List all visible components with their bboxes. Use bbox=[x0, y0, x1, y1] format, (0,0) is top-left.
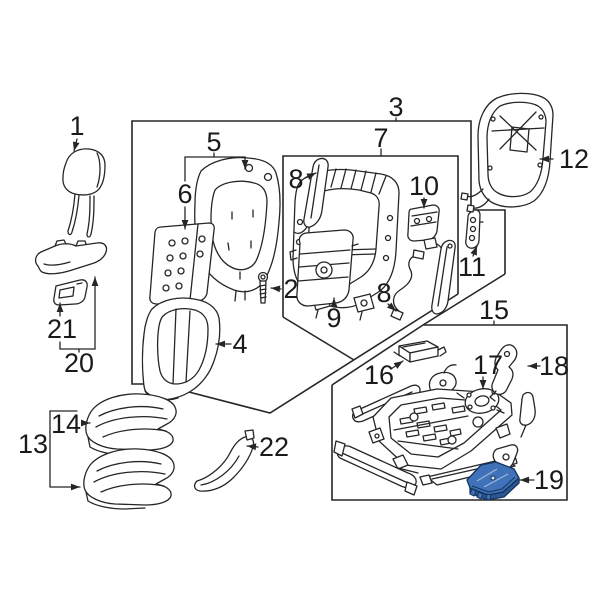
part-21-switch bbox=[53, 279, 88, 306]
callout-2-arrowhead bbox=[271, 285, 281, 293]
callout-label-8a[interactable]: 8 bbox=[288, 164, 303, 194]
callout-label-5[interactable]: 5 bbox=[206, 127, 221, 157]
callout-1-arrowhead bbox=[72, 141, 80, 151]
part-18-bracket bbox=[489, 344, 518, 402]
callout-13-arrowhead bbox=[71, 483, 80, 491]
callout-label-18[interactable]: 18 bbox=[539, 351, 569, 381]
part-20-21-side-shield-and-switch bbox=[34, 239, 108, 306]
group-boxes bbox=[131, 120, 568, 501]
part-8b-cable bbox=[390, 239, 456, 321]
callout-label-7[interactable]: 7 bbox=[373, 123, 388, 153]
part-13-cushion-cover bbox=[83, 448, 175, 510]
callout-label-12[interactable]: 12 bbox=[559, 144, 589, 174]
callout-9-arrowhead bbox=[330, 298, 338, 307]
callout-label-4[interactable]: 4 bbox=[232, 329, 247, 359]
part-6-heater-pad bbox=[149, 222, 215, 305]
part-2-bolt bbox=[257, 271, 269, 304]
part-8a-side-trim bbox=[293, 157, 329, 234]
part-9-lumbar-unit bbox=[289, 229, 359, 307]
callout-label-21[interactable]: 21 bbox=[47, 314, 77, 344]
callout-label-20[interactable]: 20 bbox=[64, 348, 94, 378]
callout-12-arrowhead bbox=[540, 155, 549, 163]
part-11-bracket bbox=[465, 209, 484, 249]
callout-label-1[interactable]: 1 bbox=[69, 111, 84, 141]
callout-4-arrowhead bbox=[216, 340, 225, 348]
part-12-back-panel bbox=[460, 92, 554, 213]
part-10-actuator bbox=[407, 204, 444, 257]
group-box-7 bbox=[282, 155, 459, 361]
callout-18-arrowhead bbox=[528, 362, 537, 370]
callout-10-arrowhead bbox=[420, 199, 428, 208]
group-box-3 bbox=[131, 120, 506, 414]
callout-16-arrowhead bbox=[393, 361, 403, 369]
callout-label-22[interactable]: 22 bbox=[259, 432, 289, 462]
callout-21-arrowhead bbox=[56, 303, 64, 312]
callout-19-arrowhead bbox=[520, 476, 529, 484]
callout-22-arrowhead bbox=[247, 443, 257, 451]
callout-5-arrowhead bbox=[241, 160, 249, 169]
callout-label-6[interactable]: 6 bbox=[177, 179, 192, 209]
callout-label-3[interactable]: 3 bbox=[388, 92, 403, 122]
part-15-front-trim bbox=[333, 440, 418, 496]
callout-17-arrowhead bbox=[479, 380, 487, 389]
callout-label-15[interactable]: 15 bbox=[479, 295, 509, 325]
callout-label-14[interactable]: 14 bbox=[51, 409, 81, 439]
callout-label-16[interactable]: 16 bbox=[364, 360, 394, 390]
callout-6-arrowhead bbox=[181, 220, 189, 229]
group-box-15 bbox=[331, 324, 568, 501]
callout-11-arrowhead bbox=[470, 246, 477, 256]
callout-label-2[interactable]: 2 bbox=[283, 274, 298, 304]
part-1-headrest bbox=[62, 148, 106, 238]
callout-8b-arrowhead bbox=[386, 302, 396, 311]
callout-label-9[interactable]: 9 bbox=[326, 303, 341, 333]
part-14-cushion-pad bbox=[85, 393, 177, 456]
part-17-recliner-motor bbox=[456, 387, 507, 414]
part-22-side-shield bbox=[193, 429, 255, 492]
part-4-seatback-cushion bbox=[141, 297, 221, 401]
callout-label-13[interactable]: 13 bbox=[18, 429, 48, 459]
part-19-track-cover-highlighted[interactable] bbox=[466, 461, 520, 501]
callout-label-10[interactable]: 10 bbox=[409, 171, 439, 201]
callout-label-11[interactable]: 11 bbox=[458, 252, 486, 282]
callout-label-17[interactable]: 17 bbox=[473, 350, 503, 380]
part-16-ecu bbox=[393, 340, 447, 363]
callout-label-19[interactable]: 19 bbox=[534, 465, 564, 495]
callout-14-arrowhead bbox=[81, 419, 90, 427]
callout-8a-arrowhead bbox=[306, 173, 316, 180]
callout-label-8b[interactable]: 8 bbox=[376, 278, 391, 308]
callout-20-arrowhead bbox=[91, 277, 99, 286]
